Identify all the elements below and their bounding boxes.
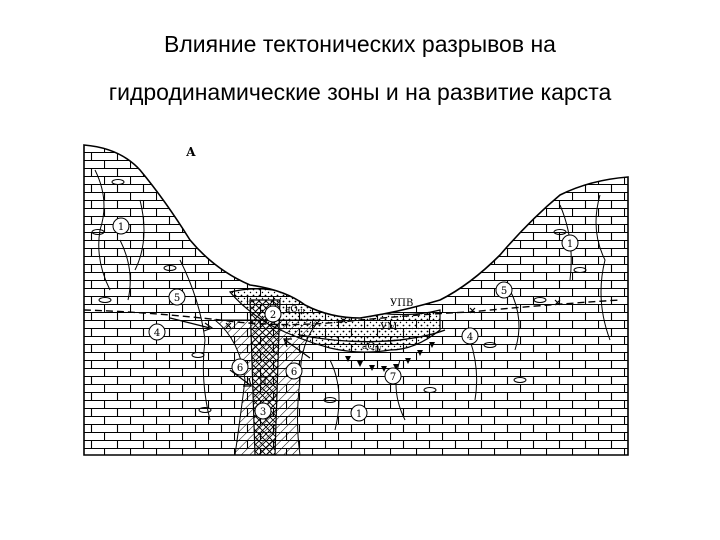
min-level-label: УМ [380, 322, 397, 333]
slide-title-line-1: Влияние тектонических разрывов на [164, 31, 556, 57]
zone-4-right-marker: 4 [461, 327, 479, 345]
svg-text:2: 2 [270, 310, 276, 321]
zone-3-marker: 3 [254, 402, 272, 420]
zone-markers: 1 1 1 2 3 4 4 5 5 6 6 7 [112, 217, 579, 422]
zone-4-left-marker: 4 [148, 323, 166, 341]
limestone-block [83, 144, 629, 456]
zone-6-right-marker: 6 [285, 362, 303, 380]
svg-text:6: 6 [291, 367, 297, 378]
zone-2-marker: 2 [264, 305, 282, 323]
svg-text:7: 7 [390, 372, 396, 383]
svg-text:3: 3 [260, 407, 266, 418]
zone-5-left-marker: 5 [168, 288, 186, 306]
svg-text:1: 1 [118, 222, 124, 233]
flow-arrows [169, 317, 311, 387]
svg-text:5: 5 [501, 286, 507, 297]
zone-7-marker: 7 [384, 367, 402, 385]
sediment-label-2: aQIV [362, 342, 382, 353]
water-table-crosses [225, 299, 561, 329]
water-table-label: УПВ [390, 298, 413, 309]
karst-triangles [345, 342, 435, 372]
svg-text:6: 6 [237, 363, 243, 374]
sediment-label-1: aQIII [285, 305, 305, 316]
zone-1-left-marker: 1 [112, 217, 130, 235]
svg-text:4: 4 [467, 332, 473, 343]
zone-6-left-marker: 6 [231, 358, 249, 376]
minimum-level-line [299, 329, 446, 343]
zone-1-right-marker: 1 [561, 234, 579, 252]
cavity-marks [91, 179, 587, 413]
slide-title-line-2: гидродинамические зоны и на развитие кар… [108, 79, 612, 105]
zone-1-bottom-marker: 1 [350, 404, 368, 422]
svg-text:1: 1 [567, 239, 573, 250]
svg-text:5: 5 [174, 293, 180, 304]
svg-text:4: 4 [154, 328, 160, 339]
corner-label: А [186, 145, 196, 159]
water-table-line [84, 299, 621, 326]
svg-text:1: 1 [356, 409, 362, 420]
fault-label: П [259, 377, 267, 387]
zone-5-right-marker: 5 [495, 281, 513, 299]
